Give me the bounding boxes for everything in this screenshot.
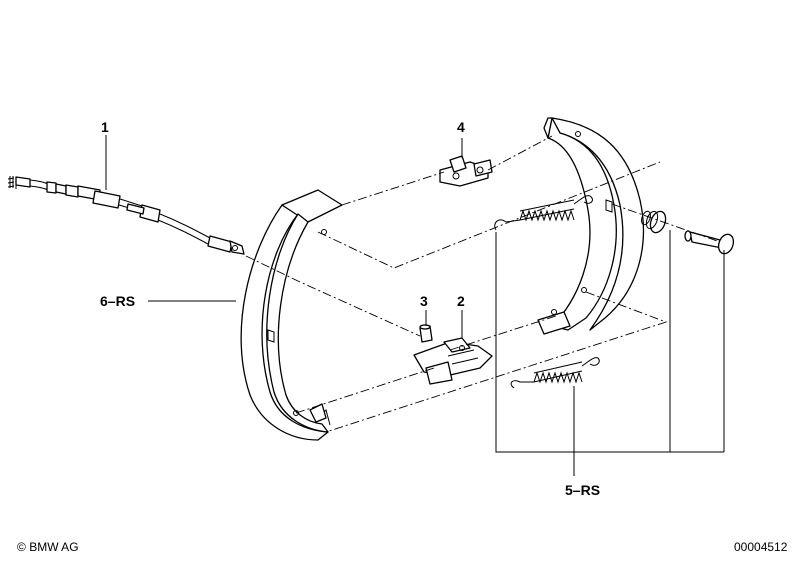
callout-5-dash: – <box>572 482 581 498</box>
callout-6-suffix: RS <box>115 293 136 309</box>
leader-lines <box>105 135 725 476</box>
brand-name: BMW AG <box>29 540 79 554</box>
callout-4: 4 <box>457 119 465 135</box>
copyright-notice: © BMW AG <box>17 540 79 554</box>
handbrake-cable <box>7 176 245 255</box>
callout-5-number: 5 <box>565 482 573 498</box>
copyright-icon: © <box>17 540 26 554</box>
return-spring-upper <box>494 195 593 231</box>
diagram-number: 00004512 <box>734 540 788 554</box>
callout-3: 3 <box>420 293 428 309</box>
callout-6-number: 6 <box>100 293 108 309</box>
spring-cap <box>641 210 667 234</box>
callout-5-suffix: RS <box>580 482 601 498</box>
assembly-lines <box>245 135 721 433</box>
adjuster <box>439 155 493 187</box>
callout-5-rs: 5–RS <box>565 483 600 497</box>
callout-6-dash: – <box>107 293 116 309</box>
brake-shoe-right <box>537 117 645 335</box>
brake-shoe-left <box>240 189 343 441</box>
expander-lever <box>413 337 493 385</box>
callout-2: 2 <box>457 293 465 309</box>
retaining-pin <box>684 230 735 255</box>
callout-1: 1 <box>101 119 109 135</box>
callout-6-rs: 6–RS <box>100 294 135 308</box>
pin <box>419 324 433 343</box>
return-spring-lower <box>510 357 600 389</box>
